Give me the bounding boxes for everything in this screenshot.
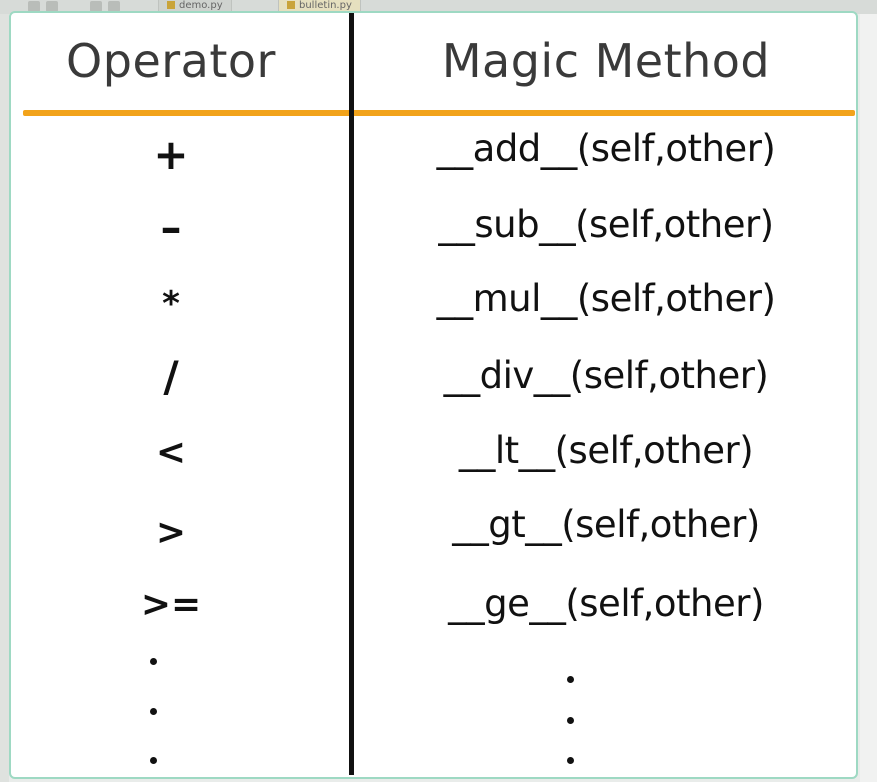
method-cell: __sub__(self,other): [438, 203, 774, 246]
header-rule: [23, 110, 855, 116]
magic-method-column-header: Magic Method: [441, 34, 771, 88]
method-cell: __lt__(self,other): [458, 429, 754, 472]
method-cell: __gt__(self,other): [452, 503, 760, 546]
method-cell: __add__(self,other): [436, 127, 776, 170]
tab-label: demo.py: [179, 0, 223, 11]
operator-table-slide: Operator Magic Method + __add__(self,oth…: [9, 11, 858, 779]
continuation-dot: [567, 717, 574, 724]
python-file-icon: [167, 1, 175, 9]
tab-label: bulletin.py: [299, 0, 352, 11]
operator-cell: *: [162, 284, 180, 324]
continuation-dot: [150, 658, 157, 665]
operator-cell: >: [155, 512, 187, 553]
method-cell: __ge__(self,other): [448, 582, 764, 625]
python-file-icon: [287, 1, 295, 9]
operator-cell: /: [163, 352, 179, 401]
continuation-dot: [150, 757, 157, 764]
operator-cell: <: [155, 432, 187, 473]
operator-cell: –: [160, 203, 182, 252]
continuation-dot: [567, 757, 574, 764]
continuation-dot: [567, 676, 574, 683]
toolbar-icon[interactable]: [108, 1, 120, 12]
method-cell: __mul__(self,other): [436, 277, 776, 320]
toolbar-icon[interactable]: [46, 1, 58, 12]
column-divider: [349, 13, 354, 775]
toolbar-icon[interactable]: [28, 1, 40, 12]
operator-cell: >=: [140, 584, 202, 625]
toolbar-icon[interactable]: [90, 1, 102, 12]
ide-project-sidebar: [0, 14, 9, 782]
method-cell: __div__(self,other): [443, 354, 769, 397]
continuation-dot: [150, 708, 157, 715]
ide-editor-background: [860, 14, 877, 782]
operator-column-header: Operator: [66, 34, 276, 88]
operator-cell: +: [153, 130, 189, 179]
